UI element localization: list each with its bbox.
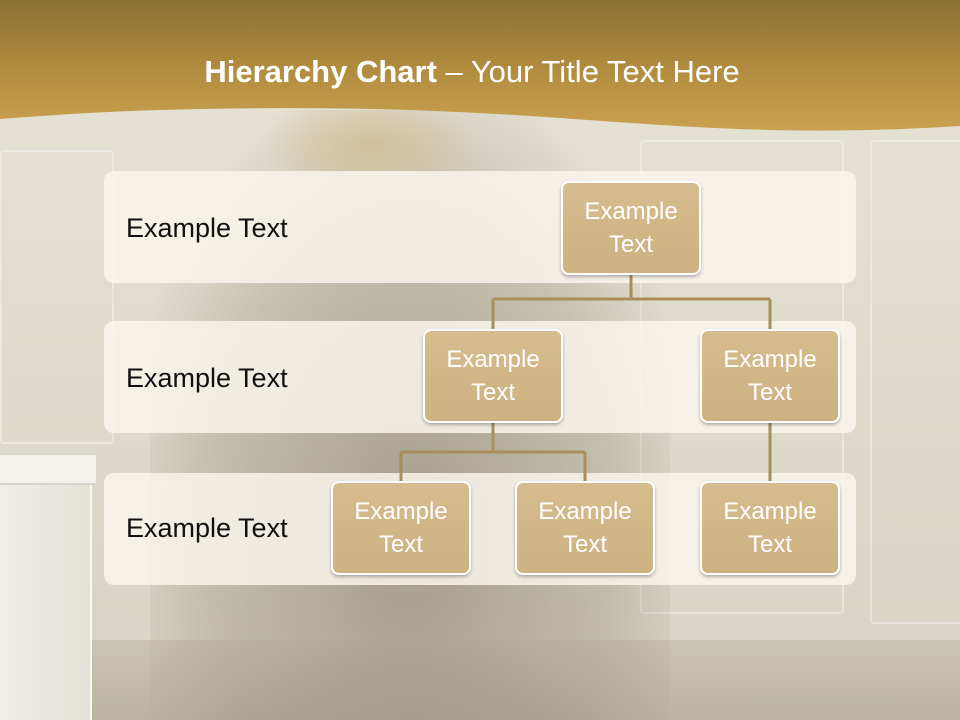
level-label-3: Example Text [126, 513, 288, 543]
node-level2-left[interactable]: Example Text [423, 329, 563, 423]
background-wall-panel [0, 150, 114, 444]
node-level3-a-label: Example Text [354, 498, 448, 558]
title-band [0, 0, 960, 131]
node-level2-right-label: Example Text [723, 346, 817, 406]
node-root-label: Example Text [584, 198, 678, 258]
node-level3-a[interactable]: Example Text [331, 481, 471, 575]
node-level3-b[interactable]: Example Text [515, 481, 655, 575]
node-level2-right[interactable]: Example Text [700, 329, 840, 423]
title-bold-part: Hierarchy Chart [204, 54, 437, 89]
background-pillar-cap [0, 455, 96, 485]
node-level3-c-label: Example Text [723, 498, 817, 558]
level-band-1 [104, 171, 856, 283]
background-wall-panel [870, 140, 960, 624]
background-floor [0, 640, 960, 720]
level-label-1: Example Text [126, 213, 288, 243]
node-level3-b-label: Example Text [538, 498, 632, 558]
level-label-2: Example Text [126, 363, 288, 393]
background-pillar [0, 455, 92, 720]
node-level2-left-label: Example Text [446, 346, 540, 406]
slide-title: Hierarchy Chart – Your Title Text Here [0, 54, 944, 90]
title-regular-part: – Your Title Text Here [436, 54, 740, 89]
node-level3-c[interactable]: Example Text [700, 481, 840, 575]
node-root[interactable]: Example Text [561, 181, 701, 275]
